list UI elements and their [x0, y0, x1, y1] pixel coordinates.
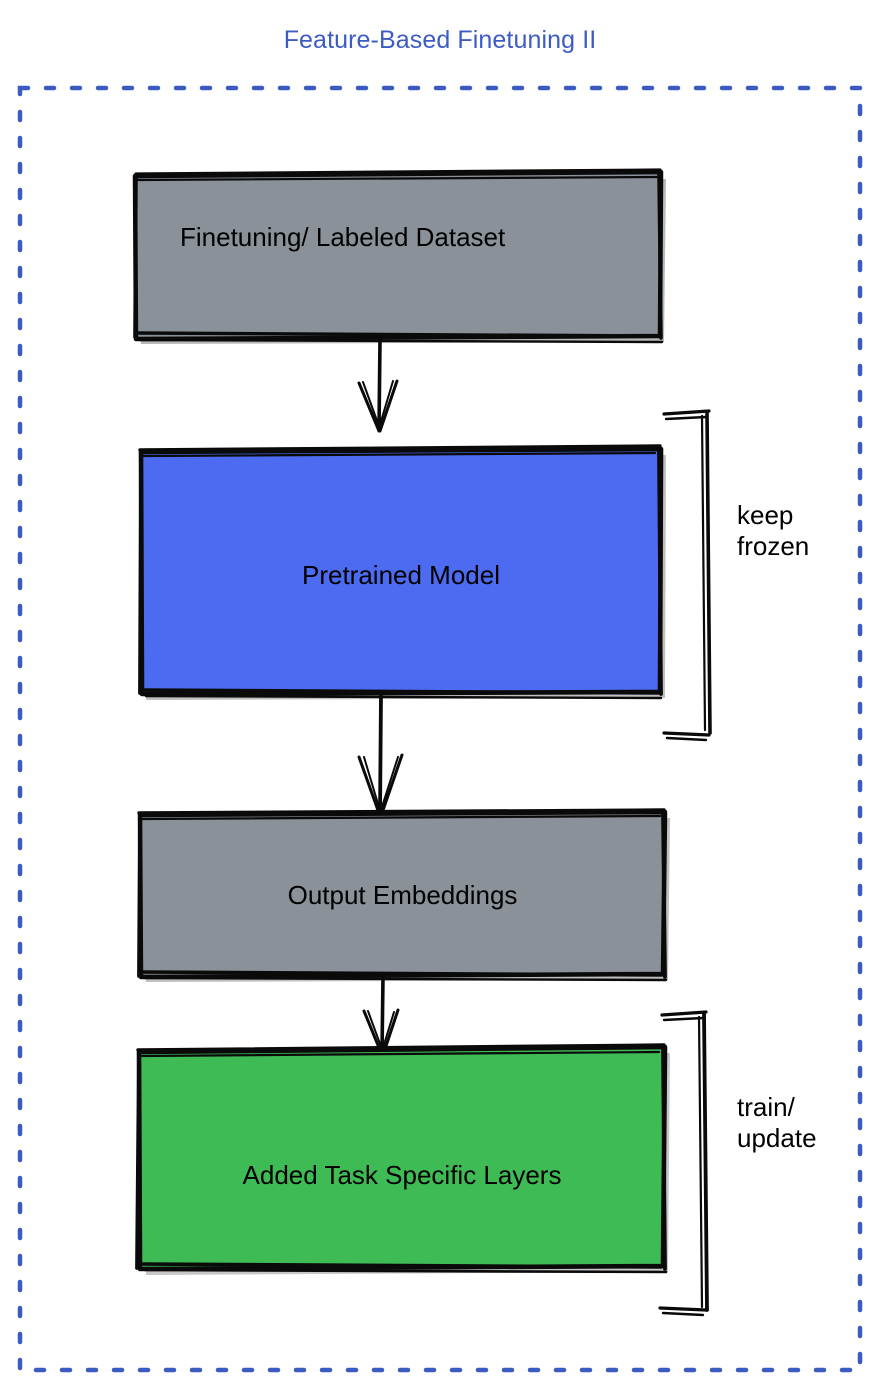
- bracket-keep-frozen: [662, 409, 712, 742]
- node-finetuning-dataset[interactable]: [132, 168, 666, 344]
- node-task-specific-layers[interactable]: [135, 1043, 670, 1275]
- node-label-pretrained-model: Pretrained Model: [302, 560, 500, 590]
- edge-model-to-embeddings: [357, 692, 404, 818]
- edge-embeddings-to-layers: [362, 975, 400, 1057]
- dashed-container: [17, 85, 863, 1373]
- page-title: Feature-Based Finetuning II: [283, 26, 597, 54]
- annotation-train-update: train/ update: [737, 1092, 817, 1154]
- node-label-task-specific-layers: Added Task Specific Layers: [242, 1160, 562, 1190]
- node-output-embeddings[interactable]: [137, 808, 670, 982]
- edge-dataset-to-model: [357, 338, 399, 433]
- annotation-keep-frozen: keep frozen: [737, 500, 810, 562]
- node-label-output-embeddings: Output Embeddings: [287, 880, 518, 910]
- bracket-train-update: [658, 1010, 709, 1317]
- node-pretrained-model[interactable]: [138, 444, 666, 700]
- node-label-finetuning-dataset: Finetuning/ Labeled Dataset: [180, 222, 506, 252]
